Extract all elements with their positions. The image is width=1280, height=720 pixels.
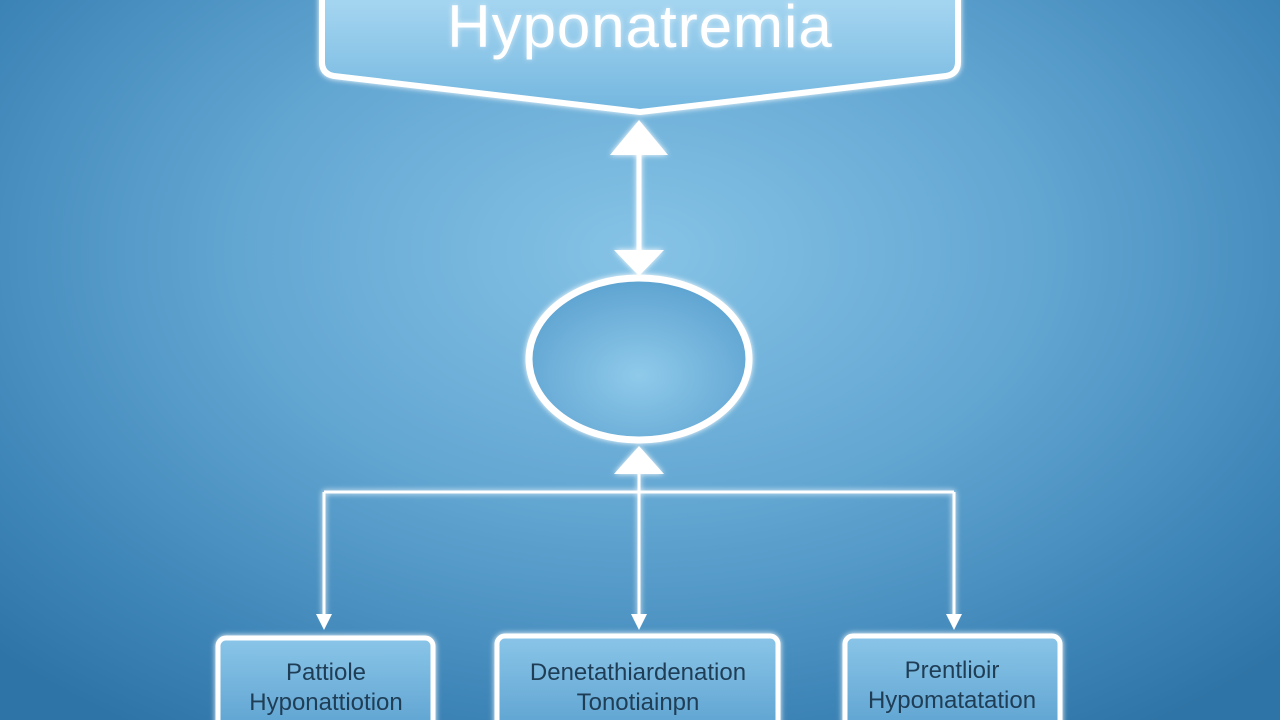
arrow-up-icon <box>610 120 668 155</box>
branch-connector <box>322 474 956 618</box>
box-left-line1: Pattiole <box>285 659 367 686</box>
arrow-down-icon <box>614 250 664 276</box>
arrow-down-icon <box>316 614 332 630</box>
box-left <box>215 635 436 720</box>
box-center-line2: Tonotiainpn <box>576 689 700 716</box>
box-right-line2: Hypomatatation <box>867 687 1037 714</box>
box-right-line1: Prentlioir <box>904 657 1000 684</box>
arrow-down-icon <box>631 614 647 630</box>
diagram-title: Hyponatremia <box>447 0 833 60</box>
box-left-label: Pattiole Hyponattiotion <box>226 658 426 718</box>
arrow-up-icon <box>614 446 664 474</box>
box-center <box>494 633 781 720</box>
arrow-down-icon <box>946 614 962 630</box>
box-right-label: Prentlioir Hypomatatation <box>852 656 1052 716</box>
center-node <box>525 274 753 444</box>
box-right <box>842 633 1063 720</box>
double-arrow <box>610 120 668 276</box>
box-center-label: Denetathiardenation Tonotiainpn <box>504 658 772 718</box>
box-center-line1: Denetathiardenation <box>529 659 747 686</box>
branch-arrowheads <box>316 614 962 630</box>
title-banner <box>319 0 961 115</box>
box-left-line2: Hyponattiotion <box>249 689 403 716</box>
